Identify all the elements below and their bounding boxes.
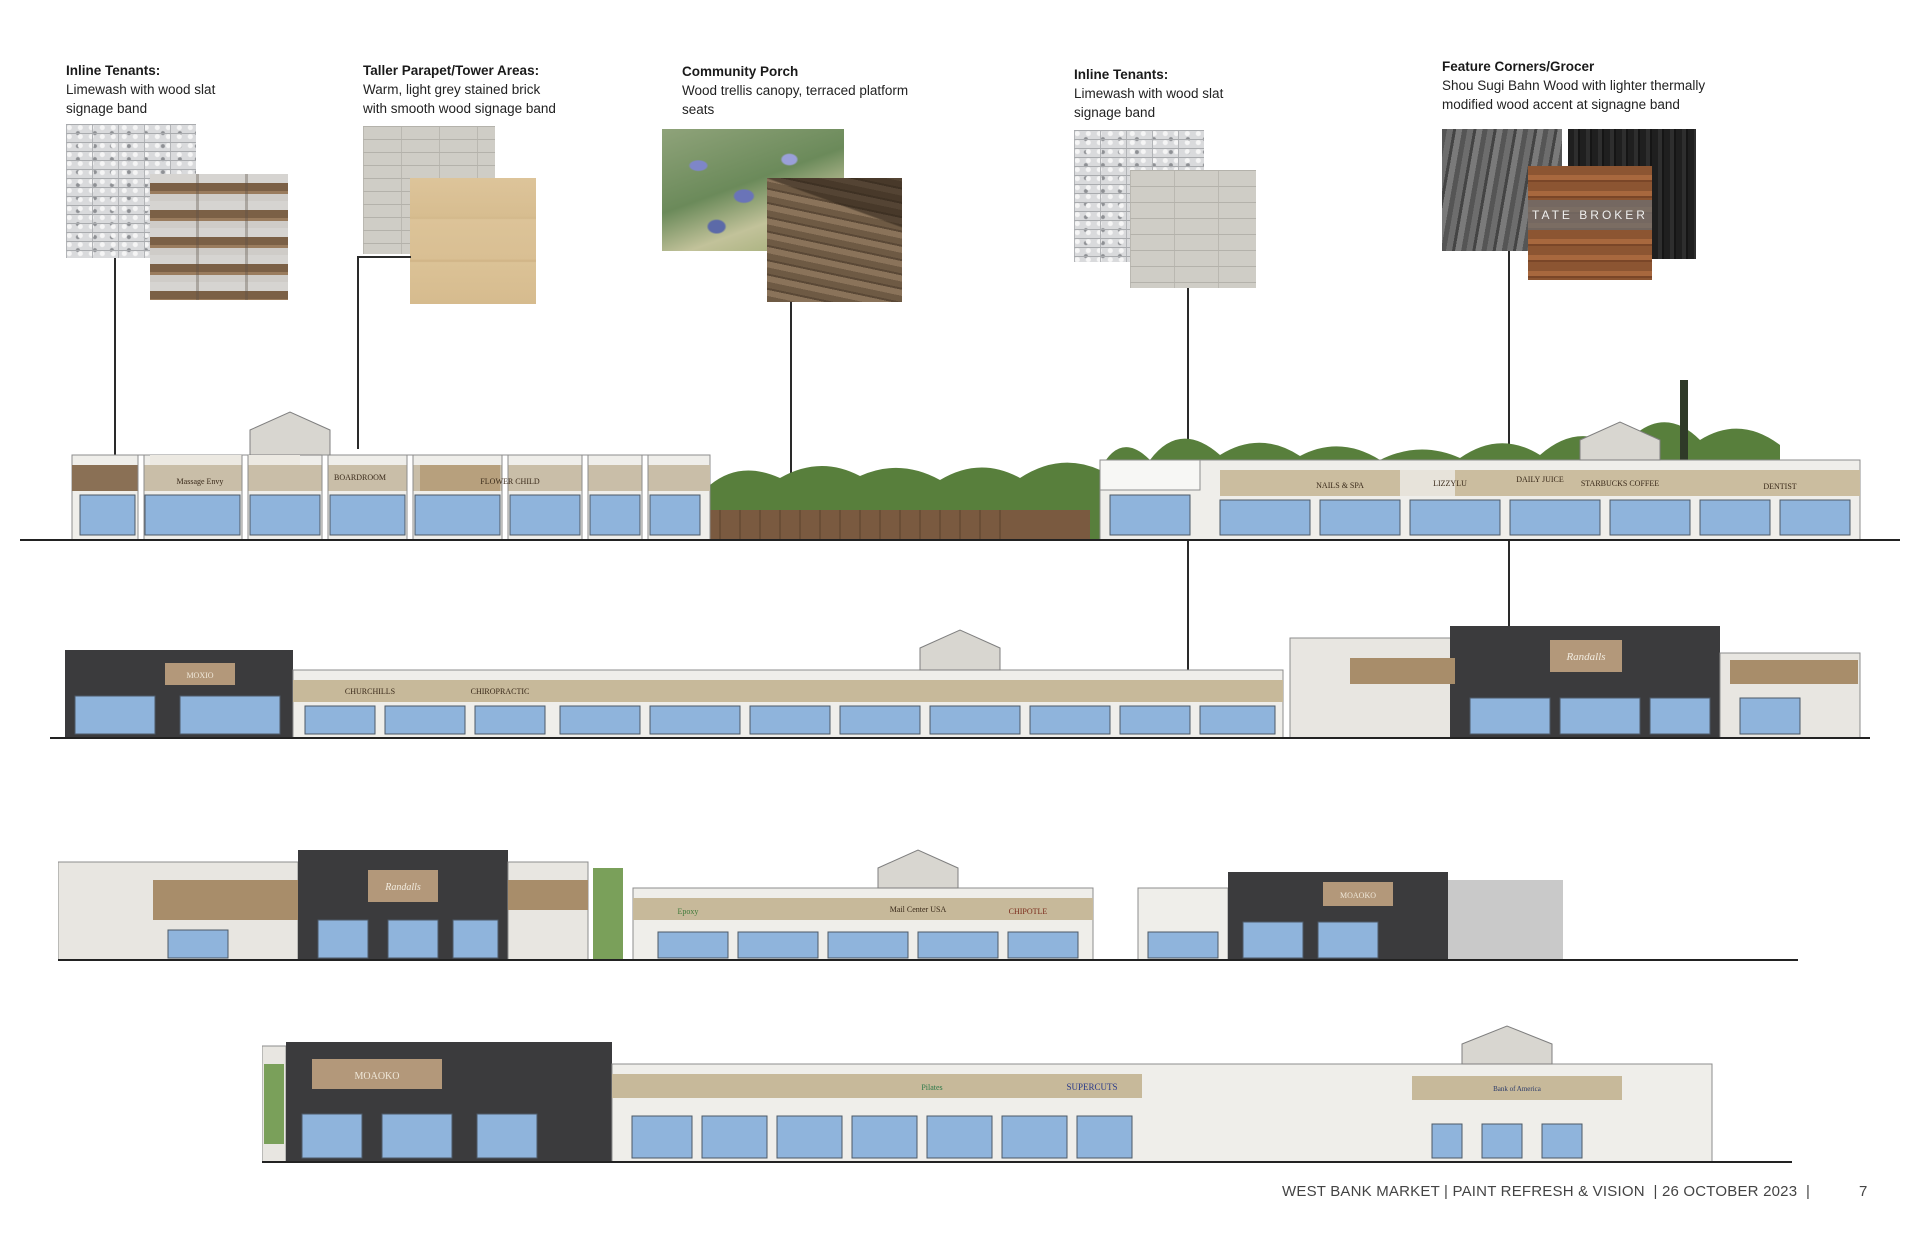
callout-community-porch: Community Porch Wood trellis canopy, ter… — [682, 63, 942, 119]
callout-desc: Wood trellis canopy, terraced platform — [682, 83, 909, 98]
sign-text: Randalls — [384, 882, 421, 893]
callout-desc: Shou Sugi Bahn Wood with lighter thermal… — [1442, 78, 1706, 93]
callout-inline-tenants-2: Inline Tenants: Limewash with wood slat … — [1074, 66, 1404, 122]
limewash-brick-detail-swatch — [1130, 170, 1256, 288]
callout-desc: modified wood accent at signagne band — [1442, 97, 1680, 112]
sign-text: CHURCHILLS — [345, 687, 395, 696]
elevation-row-3: Randalls Epoxy Mail Center USA CHIPOTLE … — [58, 849, 1798, 961]
sign-text: LIZZYLU — [1433, 479, 1467, 488]
sign-text: Massage Envy — [177, 477, 224, 486]
callout-title: Feature Corners/Grocer — [1442, 59, 1595, 74]
sign-text: MOXIO — [186, 671, 213, 680]
elevation-row-1: Massage Envy BOARDROOM FLOWER CHILD NAIL… — [20, 380, 1900, 541]
elevation-row-2: MOXIO CHURCHILLS CHIROPRACTIC Randalls — [50, 626, 1870, 739]
callout-feature-corners: Feature Corners/Grocer Shou Sugi Bahn Wo… — [1442, 58, 1802, 114]
callout-desc: Warm, light grey stained brick — [363, 82, 541, 97]
sign-text: BOARDROOM — [334, 473, 386, 482]
sign-text: NAILS & SPA — [1316, 481, 1364, 490]
swatch-sign-text: TATE BROKER — [1528, 200, 1652, 230]
footer-project: WEST BANK MARKET | — [1282, 1183, 1449, 1200]
leader-line — [790, 302, 792, 524]
callout-inline-tenants-1: Inline Tenants: Limewash with wood slat … — [66, 62, 396, 118]
sign-text: DENTIST — [1763, 482, 1796, 491]
sign-text: Mail Center USA — [890, 905, 947, 914]
sign-text: Pilates — [921, 1083, 942, 1092]
callout-title: Inline Tenants: — [1074, 67, 1169, 82]
sign-text: MOAOKO — [1340, 891, 1376, 900]
wood-slat-swatch — [150, 174, 288, 300]
page-footer: WEST BANK MARKET | PAINT REFRESH & VISIO… — [1282, 1183, 1810, 1200]
sign-text: CHIROPRACTIC — [471, 687, 530, 696]
callout-desc: seats — [682, 102, 715, 117]
sign-text: DAILY JUICE — [1516, 475, 1564, 484]
sign-text: MOAOKO — [355, 1071, 400, 1082]
sign-text: Epoxy — [678, 907, 699, 916]
callout-desc: signage band — [66, 101, 148, 116]
sign-text: STARBUCKS COFFEE — [1581, 479, 1659, 488]
leader-line — [114, 258, 116, 468]
sign-text: FLOWER CHILD — [480, 477, 540, 486]
elevation-row-4: MOAOKO Pilates SUPERCUTS Bank of America — [262, 1025, 1792, 1163]
sign-text: SUPERCUTS — [1066, 1082, 1117, 1092]
smooth-wood-swatch — [410, 178, 536, 304]
leader-line — [357, 256, 411, 258]
callout-desc: Limewash with wood slat — [66, 82, 216, 97]
footer-date: | 26 OCTOBER 2023 — [1653, 1183, 1798, 1200]
page-number: 7 — [1859, 1183, 1868, 1200]
sign-text: Randalls — [1565, 651, 1605, 663]
thermally-modified-wood-swatch: TATE BROKER — [1528, 166, 1652, 280]
footer-separator: | — [1806, 1183, 1811, 1200]
callout-tower-areas: Taller Parapet/Tower Areas: Warm, light … — [363, 62, 693, 118]
terraced-deck-swatch — [767, 178, 902, 302]
callout-desc: signage band — [1074, 105, 1156, 120]
footer-subtitle: PAINT REFRESH & VISION — [1452, 1183, 1645, 1200]
sign-text: Bank of America — [1493, 1085, 1542, 1093]
leader-line — [357, 256, 359, 449]
callout-title: Inline Tenants: — [66, 63, 161, 78]
callout-title: Taller Parapet/Tower Areas: — [363, 63, 540, 78]
sign-text: CHIPOTLE — [1009, 907, 1048, 916]
callout-desc: with smooth wood signage band — [363, 101, 556, 116]
callout-desc: Limewash with wood slat — [1074, 86, 1224, 101]
callout-title: Community Porch — [682, 64, 799, 79]
